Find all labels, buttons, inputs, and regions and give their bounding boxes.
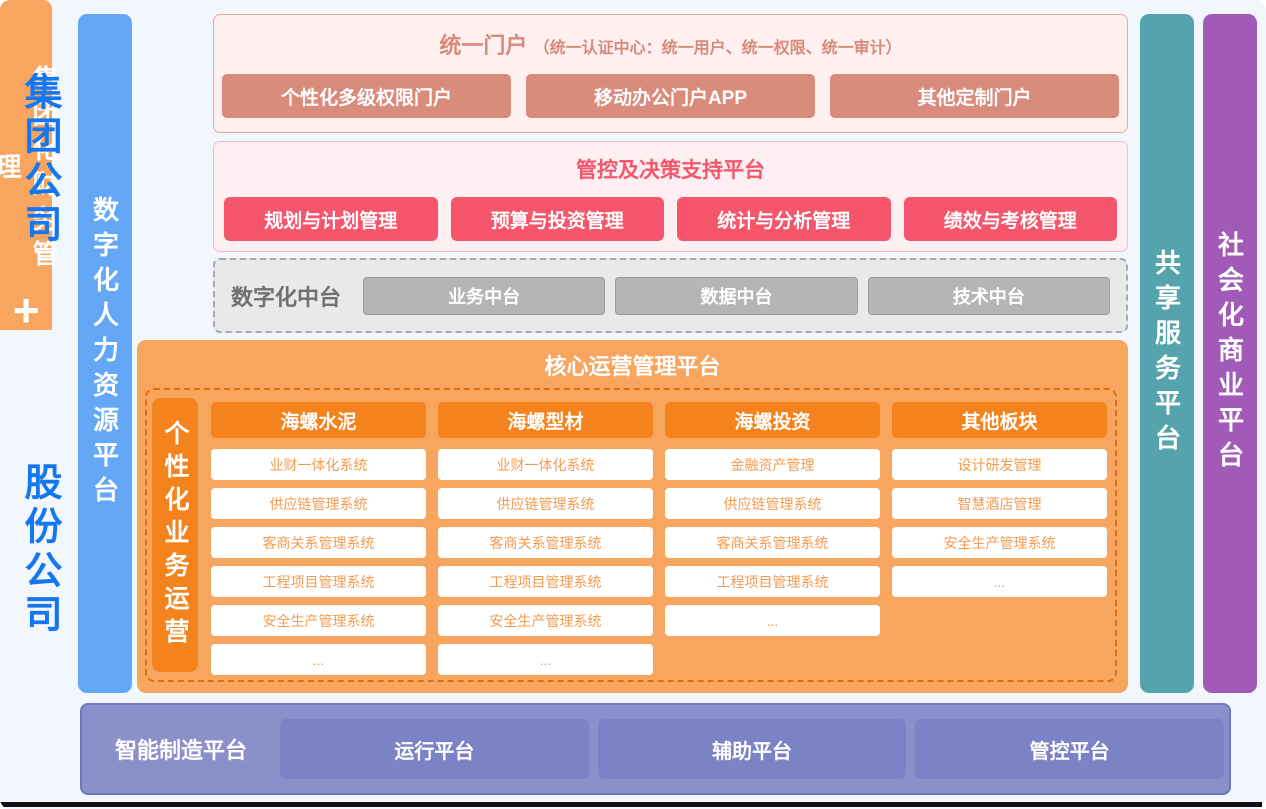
bottom-frame-line (0, 802, 1262, 807)
digital-middle-platform-label: 数字化中台 (231, 284, 342, 310)
core-operations-dashed-area: 个性化业务运营 海螺水泥 业财一体化系统 供应链管理系统 客商关系管理系统 工程… (145, 388, 1117, 682)
social-commerce-bar: 社会化商业平台 (1203, 14, 1257, 693)
core-operations-section: 核心运营管理平台 个性化业务运营 海螺水泥 业财一体化系统 供应链管理系统 客商… (137, 340, 1128, 693)
list-item: 金融资产管理 (665, 449, 880, 480)
digital-middle-platform-section: 数字化中台 业务中台 数据中台 技术中台 (213, 258, 1128, 333)
column-conch-profiles: 海螺型材 业财一体化系统 供应链管理系统 客商关系管理系统 工程项目管理系统 安… (438, 402, 653, 675)
list-item-ellipsis: ... (438, 644, 653, 675)
list-item: 智慧酒店管理 (892, 488, 1107, 519)
group-company-label: 集团公司 (18, 72, 60, 248)
column-header-conch-cement: 海螺水泥 (211, 402, 426, 438)
list-item: 业财一体化系统 (438, 449, 653, 480)
shared-service-bar: 共享服务平台 (1140, 14, 1194, 693)
portal-button-row: 个性化多级权限门户 移动办公门户APP 其他定制门户 (222, 74, 1119, 118)
shared-service-label: 共享服务平台 (1151, 248, 1182, 459)
finance-management-label: 集团化财务管理 (0, 65, 59, 275)
decision-support-title: 管控及决策支持平台 (576, 159, 765, 182)
list-item: 工程项目管理系统 (211, 566, 426, 597)
list-item-ellipsis: ... (665, 605, 880, 636)
portal-button-custom: 其他定制门户 (830, 74, 1119, 118)
unified-portal-title-sub: （统一认证中心：统一用户、统一权限、统一审计） (533, 40, 902, 57)
list-item: 业财一体化系统 (211, 449, 426, 480)
finance-management-bar: 集团化财务管理 + (0, 0, 59, 336)
list-item: 安全生产管理系统 (892, 527, 1107, 558)
list-item-ellipsis: ... (211, 644, 426, 675)
plus-icon: + (12, 284, 40, 336)
column-header-other-segments: 其他板块 (892, 402, 1107, 438)
smart-button-auxiliary: 辅助平台 (597, 719, 907, 779)
list-item: 设计研发管理 (892, 449, 1107, 480)
list-item: 工程项目管理系统 (665, 566, 880, 597)
core-operations-title: 核心运营管理平台 (544, 354, 721, 379)
list-item: 客商关系管理系统 (665, 527, 880, 558)
middle-platform-button-row: 业务中台 数据中台 技术中台 (363, 276, 1110, 315)
hr-platform-label: 数字化人力资源平台 (89, 196, 120, 511)
portal-button-multilevel: 个性化多级权限门户 (222, 74, 511, 118)
decision-support-section: 管控及决策支持平台 规划与计划管理 预算与投资管理 统计与分析管理 绩效与考核管… (213, 141, 1128, 252)
unified-portal-title-main: 统一门户 (439, 33, 528, 58)
list-item: 客商关系管理系统 (438, 527, 653, 558)
list-item: 供应链管理系统 (438, 488, 653, 519)
column-conch-cement: 海螺水泥 业财一体化系统 供应链管理系统 客商关系管理系统 工程项目管理系统 安… (211, 402, 426, 675)
column-conch-investment: 海螺投资 金融资产管理 供应链管理系统 客商关系管理系统 工程项目管理系统 ..… (665, 402, 880, 675)
list-item: 供应链管理系统 (211, 488, 426, 519)
list-item: 工程项目管理系统 (438, 566, 653, 597)
unified-portal-title: 统一门户 （统一认证中心：统一用户、统一权限、统一审计） (214, 28, 1127, 60)
smart-button-control: 管控平台 (915, 719, 1225, 779)
personalized-business-label: 个性化业务运营 (161, 419, 189, 651)
hr-platform-bar: 数字化人力资源平台 (78, 14, 132, 693)
middle-button-data: 数据中台 (615, 276, 858, 315)
core-columns: 海螺水泥 业财一体化系统 供应链管理系统 客商关系管理系统 工程项目管理系统 安… (211, 402, 1107, 675)
decision-button-planning: 规划与计划管理 (224, 197, 438, 241)
decision-button-budget: 预算与投资管理 (450, 197, 664, 241)
decision-button-statistics: 统计与分析管理 (677, 197, 891, 241)
list-item: 安全生产管理系统 (438, 605, 653, 636)
middle-button-business: 业务中台 (363, 276, 606, 315)
personalized-business-bar: 个性化业务运营 (152, 398, 198, 672)
smart-manufacturing-label: 智能制造平台 (114, 738, 247, 763)
list-item: 安全生产管理系统 (211, 605, 426, 636)
list-item: 供应链管理系统 (665, 488, 880, 519)
column-header-conch-investment: 海螺投资 (665, 402, 880, 438)
smart-manufacturing-section: 智能制造平台 运行平台 辅助平台 管控平台 (80, 703, 1231, 795)
middle-button-technology: 技术中台 (867, 276, 1110, 315)
social-commerce-label: 社会化商业平台 (1214, 231, 1245, 476)
share-company-label: 股份公司 (18, 462, 60, 638)
smart-manufacturing-button-row: 运行平台 辅助平台 管控平台 (280, 719, 1225, 779)
portal-button-mobile-app: 移动办公门户APP (526, 74, 815, 118)
decision-button-performance: 绩效与考核管理 (903, 197, 1117, 241)
list-item: 客商关系管理系统 (211, 527, 426, 558)
unified-portal-section: 统一门户 （统一认证中心：统一用户、统一权限、统一审计） 个性化多级权限门户 移… (213, 14, 1128, 133)
column-header-conch-profiles: 海螺型材 (438, 402, 653, 438)
list-item-ellipsis: ... (892, 566, 1107, 597)
smart-button-operation: 运行平台 (280, 719, 589, 779)
column-other-segments: 其他板块 设计研发管理 智慧酒店管理 安全生产管理系统 ... (892, 402, 1107, 675)
decision-button-row: 规划与计划管理 预算与投资管理 统计与分析管理 绩效与考核管理 (224, 197, 1117, 241)
